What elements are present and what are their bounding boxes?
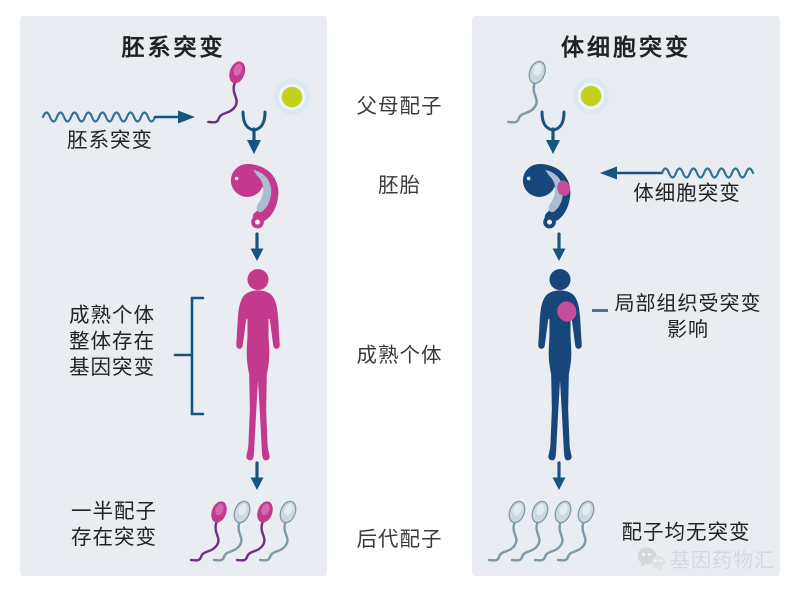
somatic-panel-title: 体细胞突变 <box>561 34 691 60</box>
fertilization-arrow-icon <box>540 110 566 154</box>
egg-icon <box>273 78 311 116</box>
offspring-sperm-normal-icon <box>212 500 251 562</box>
stage-label-offspring-gametes: 后代配子 <box>356 528 443 551</box>
germline-mutation-arrow-icon <box>41 110 195 124</box>
offspring-sperm-normal-icon <box>510 500 549 562</box>
normal-sperm-icon <box>507 60 546 124</box>
offspring-sperm-mutated-icon <box>235 501 273 562</box>
wechat-icon <box>637 547 665 571</box>
germline-gamete-note: 一半配子 存在突变 <box>71 500 157 549</box>
down-arrow-icon <box>552 461 566 490</box>
offspring-sperm-normal-icon <box>487 500 526 562</box>
fertilization-arrow-icon <box>241 110 267 154</box>
somatic-gamete-note: 配子均无突变 <box>621 521 751 544</box>
germline-panel <box>20 16 327 576</box>
somatic-mutation-label: 体细胞突变 <box>633 182 741 205</box>
embryo-germline-icon <box>230 164 279 229</box>
down-arrow-icon <box>250 461 264 490</box>
somatic-mutation-arrow-icon <box>600 166 755 180</box>
offspring-sperm-mutated-icon <box>189 501 227 562</box>
mutated-sperm-icon <box>207 61 246 124</box>
stage-label-adult: 成熟个体 <box>356 344 443 367</box>
offspring-sperm-normal-icon <box>556 500 595 562</box>
adult-figure-somatic-icon <box>538 269 582 461</box>
offspring-sperm-normal-icon <box>533 500 572 562</box>
germline-mutation-label: 胚系突变 <box>67 129 153 152</box>
stage-label-embryo: 胚胎 <box>378 174 421 197</box>
watermark-text: 基因药物汇 <box>670 550 775 572</box>
germline-panel-title: 胚系突变 <box>121 34 226 60</box>
germline-adult-note: 成熟个体 整体存在 基因突变 <box>69 304 155 379</box>
somatic-tissue-note: 局部组织受突变 影响 <box>614 293 762 341</box>
down-arrow-icon <box>250 232 264 261</box>
watermark: 基因药物汇 <box>636 544 775 573</box>
connector-line <box>592 309 608 312</box>
somatic-panel <box>472 16 780 576</box>
mutated-tissue-spot <box>557 301 577 322</box>
down-arrow-icon <box>552 232 566 261</box>
adult-figure-germline-icon <box>236 269 280 461</box>
bracket <box>173 296 205 416</box>
offspring-sperm-normal-icon <box>258 500 297 562</box>
egg-icon <box>572 77 610 115</box>
embryo-somatic-icon <box>522 164 571 229</box>
stage-label-parental-gametes: 父母配子 <box>356 95 443 118</box>
